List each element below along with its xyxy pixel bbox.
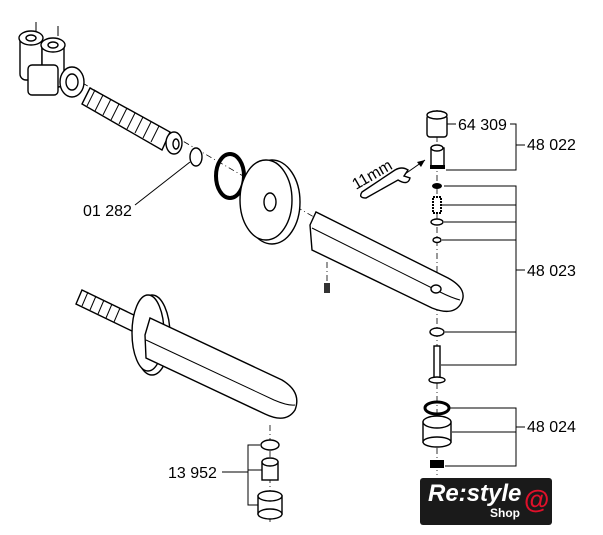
logo-sub: Shop [490, 506, 520, 520]
spout-upper-part [309, 211, 464, 313]
set-screw-part [324, 283, 330, 293]
small-o-ring-part [189, 147, 203, 167]
label-13952: 13 952 [168, 465, 217, 482]
cartridge-part [430, 144, 445, 169]
aerator-key-part [430, 460, 444, 468]
spring-part [432, 196, 442, 214]
washer-lower-part [429, 327, 445, 337]
flow-regulator-part [261, 457, 279, 481]
rosette-part [239, 159, 301, 245]
aerator-13952-part [257, 490, 283, 520]
threaded-rod-part [75, 289, 141, 333]
logo-brand: Re:style [428, 480, 522, 507]
wrench-11mm: 11mm [350, 157, 426, 199]
stem-part [428, 345, 446, 384]
label-64309: 64 309 [458, 117, 507, 134]
cap-part [426, 110, 448, 138]
label-01282: 01 282 [83, 203, 132, 220]
bracket-lines [441, 123, 525, 467]
label-48023: 48 023 [527, 263, 576, 280]
washer-13952-part [260, 439, 280, 451]
aerator-o-ring-part [423, 400, 451, 416]
spout-lower-part [144, 317, 298, 419]
bracket-lines-lower [222, 444, 262, 506]
valve-body-part [18, 22, 85, 98]
label-48024: 48 024 [527, 419, 576, 436]
restyle-shop-logo: Re:style Shop @ [420, 478, 552, 525]
label-48022: 48 022 [527, 137, 576, 154]
clip-part [432, 183, 442, 189]
small-ring-part [432, 236, 442, 244]
threaded-hose-part [81, 87, 183, 155]
large-o-ring-part [214, 152, 246, 200]
aerator-part [422, 415, 452, 448]
cart-at-icon: @ [524, 484, 550, 514]
washer-part [430, 218, 444, 226]
